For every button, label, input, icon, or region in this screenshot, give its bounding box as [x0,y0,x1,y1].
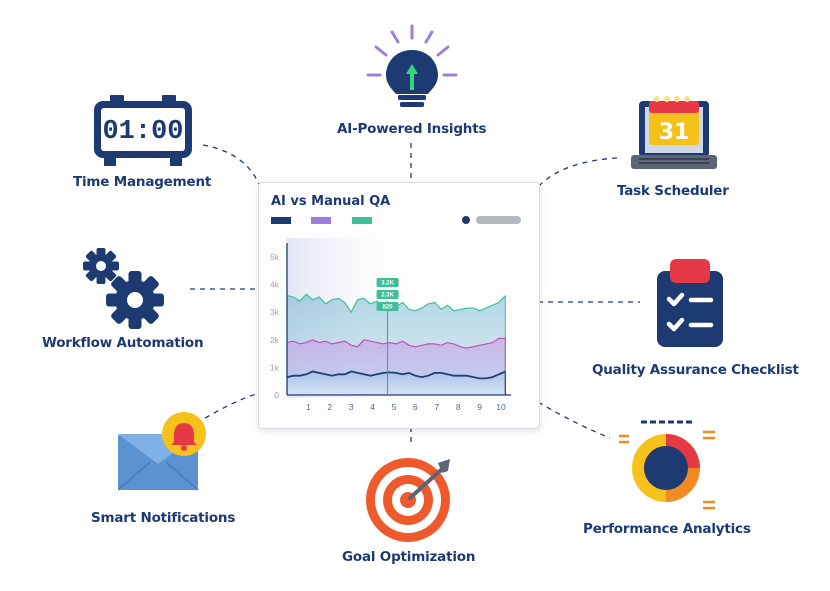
feature-label: AI-Powered Insights [337,121,487,137]
legend-swatch-3 [352,217,372,224]
x-tick-label: 10 [496,402,506,412]
feature-label: Workflow Automation [42,335,204,351]
connector-notifications [204,392,261,419]
tooltip-badge [376,278,399,287]
series-area-3 [287,371,506,395]
tooltip-value: 3.2K [381,281,394,287]
donut-analytics-icon [619,420,715,510]
y-tick-label: 5k [270,252,280,262]
tooltip-value: 820 [383,305,394,311]
envelope-bell-icon [118,412,206,491]
clipboard-checklist-icon [657,259,723,347]
feature-label: Smart Notifications [91,510,236,526]
gears-icon [83,248,164,329]
x-tick-label: 7 [434,402,439,412]
lightbulb-icon [366,24,458,107]
feature-label: Quality Assurance Checklist [592,362,799,378]
series-line-2 [286,337,506,349]
x-tick-label: 8 [456,402,461,412]
connector-task-scheduler [536,157,618,189]
target-icon [366,458,450,542]
feature-label: Performance Analytics [583,521,751,537]
connector-analytics [537,401,611,439]
y-tick-label: 3k [270,307,280,317]
x-tick-label: 5 [392,402,397,412]
y-tick-label: 2k [270,335,280,345]
chart-card: AI vs Manual QA [258,182,540,429]
toggle-switch[interactable] [462,216,521,224]
feature-label: Task Scheduler [617,183,729,199]
calendar-day: 31 [659,120,690,145]
clock-icon: 01:00 [94,95,192,166]
tooltip-badge [376,302,399,311]
y-tick-label: 1k [270,362,280,372]
tooltip-badge [376,290,399,299]
x-tick-label: 3 [349,402,354,412]
area-chart: 0 1k 2k 3k 4k 5k 1 2 3 4 5 6 7 8 9 10 3.2K 2.3K 820 [270,216,521,412]
legend-swatch-2 [311,217,331,224]
y-tick-label: 0 [274,390,279,400]
tooltip-value: 2.3K [381,293,394,299]
feature-label: Time Management [73,174,212,190]
x-tick-label: 9 [477,402,482,412]
y-tick-label: 4k [270,280,280,290]
connector-time-management [202,144,261,188]
x-tick-label: 2 [327,402,332,412]
legend-swatch-1 [271,217,291,224]
feature-label: Goal Optimization [342,549,476,565]
x-tick-label: 4 [370,402,375,412]
x-tick-label: 1 [306,402,311,412]
chart-title: AI vs Manual QA [271,194,391,209]
x-tick-label: 6 [413,402,418,412]
clock-display: 01:00 [102,117,183,147]
calendar-laptop-icon: 31 [631,96,717,169]
series-line-3 [286,370,506,380]
